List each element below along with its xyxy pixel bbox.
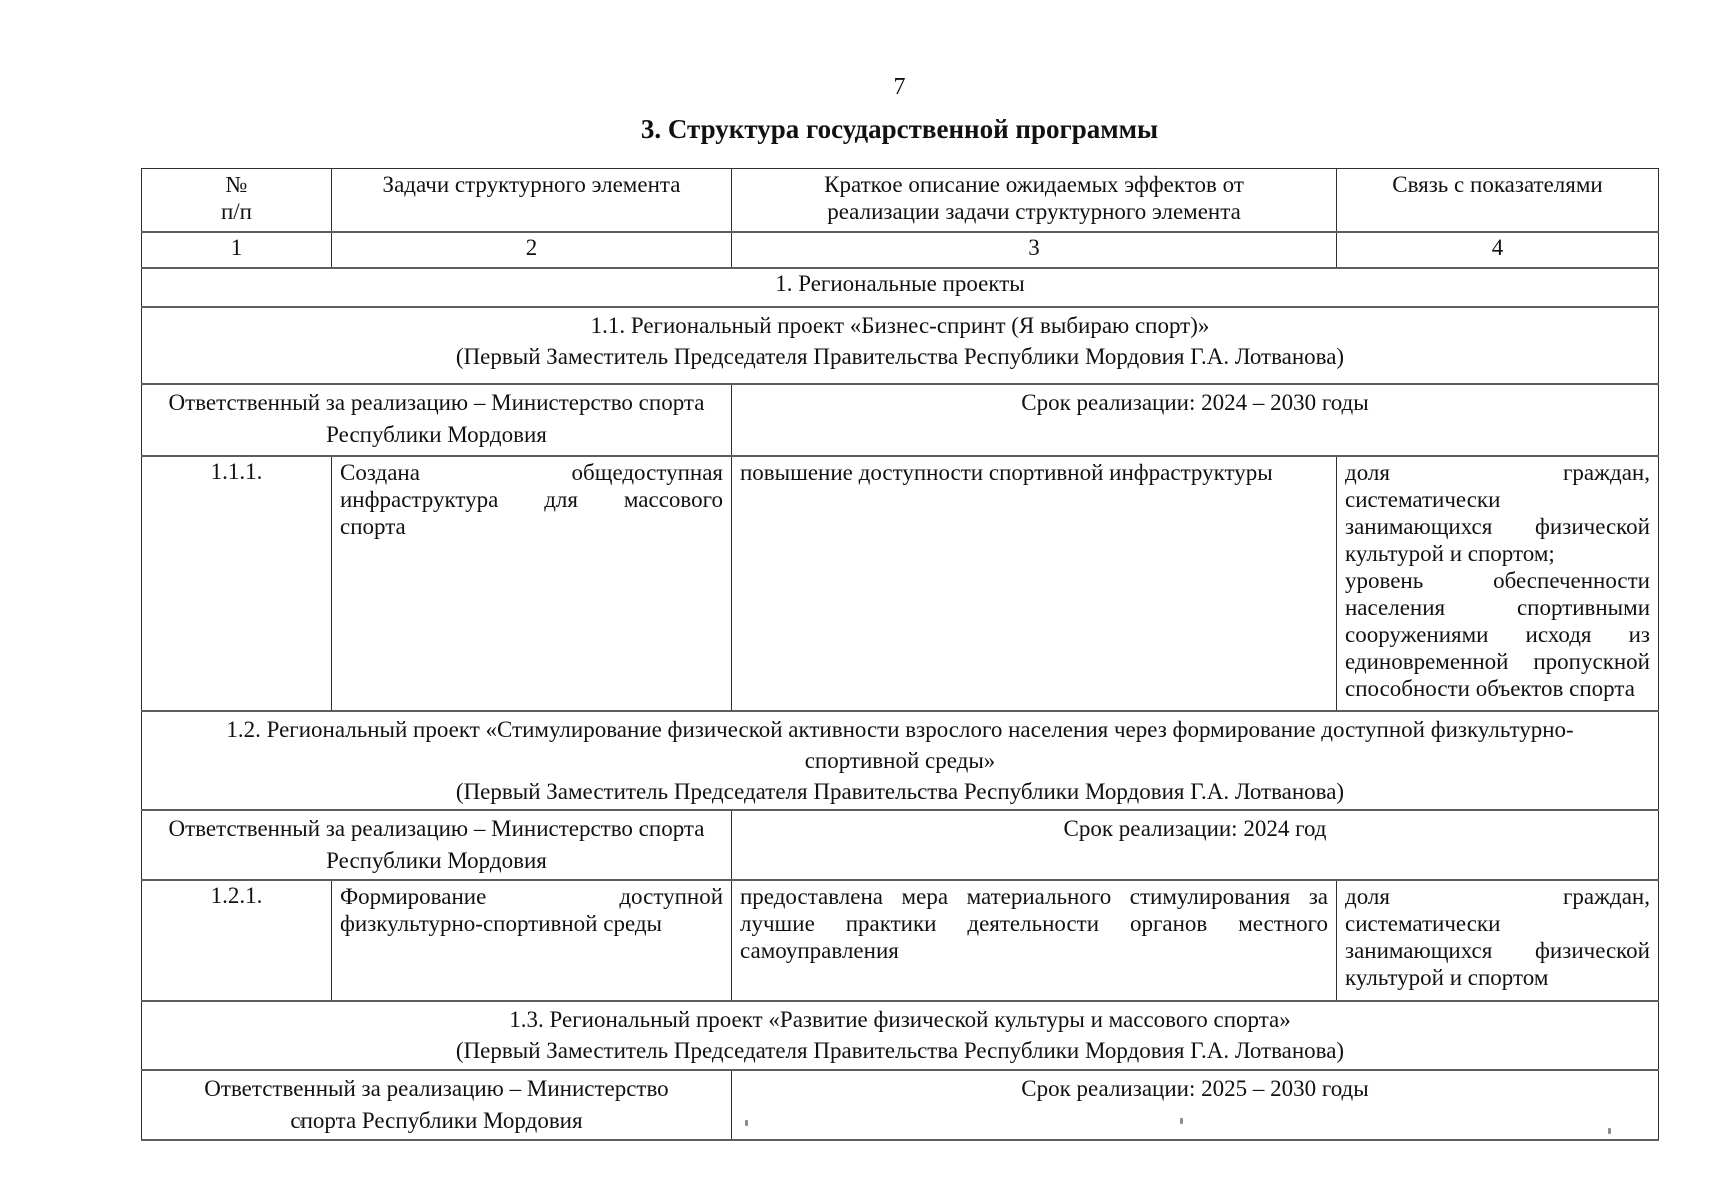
text-line: уровень обеспеченности xyxy=(1345,568,1650,593)
scan-speck xyxy=(745,1120,748,1126)
column-number-cell: 4 xyxy=(1336,231,1659,269)
responsible-cell: Ответственный за реализацию – Министерст… xyxy=(141,1069,732,1141)
scan-speck xyxy=(300,1120,303,1126)
text-line: инфраструктура для массового xyxy=(340,487,723,512)
section-title: 1. Региональные проекты xyxy=(141,267,1659,308)
text-line: систематически xyxy=(1345,911,1501,936)
text-line: предоставлена мера материального стимули… xyxy=(740,884,1328,909)
project-title-cell: 1.2. Региональный проект «Стимулирование… xyxy=(141,710,1659,811)
responsible-row: Ответственный за реализацию – Министерст… xyxy=(141,809,1659,881)
text-line: культурой и спортом; xyxy=(1345,541,1555,566)
period-cell: Срок реализации: 2024 год xyxy=(731,809,1659,881)
responsible-row: Ответственный за реализацию – Министерст… xyxy=(141,383,1659,457)
section-row-regional-projects: 1. Региональные проекты xyxy=(141,267,1659,308)
item-effect-cell: предоставлена мера материального стимули… xyxy=(731,879,1337,1002)
text-line: занимающихся физической xyxy=(1345,938,1650,963)
project-curator: (Первый Заместитель Председателя Правите… xyxy=(455,1038,1345,1063)
column-number-cell: 3 xyxy=(731,231,1337,269)
text-line: систематически xyxy=(1345,487,1501,512)
page-title: 3. Структура государственной программы xyxy=(640,114,1159,144)
text-line: доля граждан, xyxy=(1345,460,1650,485)
text-line: Формирование доступной xyxy=(340,884,723,909)
table-row: 1.2.1. Формирование доступной физкультур… xyxy=(141,879,1659,1002)
project-curator: (Первый Заместитель Председателя Правите… xyxy=(455,344,1345,369)
project-curator: (Первый Заместитель Председателя Правите… xyxy=(455,779,1345,804)
project-title-row: 1.2. Региональный проект «Стимулирование… xyxy=(141,710,1659,811)
text-line: лучшие практики деятельности органов мес… xyxy=(740,911,1328,936)
header-cell-number: № п/п xyxy=(141,168,332,233)
project-title-cell: 1.3. Региональный проект «Развитие физич… xyxy=(141,1000,1659,1071)
page-number: 7 xyxy=(893,74,906,100)
project-title: 1.3. Региональный проект «Развитие физич… xyxy=(509,1007,1291,1032)
text-line: способности объектов спорта xyxy=(1345,676,1635,701)
project-title-row: 1.1. Региональный проект «Бизнес-спринт … xyxy=(141,306,1659,385)
responsible-cell: Ответственный за реализацию – Министерст… xyxy=(141,809,732,881)
item-number-cell: 1.2.1. xyxy=(141,879,332,1002)
text-line: занимающихся физической xyxy=(1345,514,1650,539)
header-cell-tasks: Задачи структурного элемента xyxy=(331,168,732,233)
header-cell-indicators: Связь с показателями xyxy=(1336,168,1659,233)
page-content: 7 3. Структура государственной программы… xyxy=(141,0,1659,1141)
text-line: культурой и спортом xyxy=(1345,965,1549,990)
item-number-cell: 1.1.1. xyxy=(141,455,332,712)
text-line: повышение доступности спортивной инфраст… xyxy=(740,460,1273,485)
text-line: физкультурно-спортивной среды xyxy=(340,911,663,936)
item-indicator-cell: доля граждан, систематически занимающихс… xyxy=(1336,455,1659,712)
text-line: спорта xyxy=(340,514,406,539)
text-line: самоуправления xyxy=(740,938,899,963)
scan-speck xyxy=(1180,1118,1183,1124)
period-cell: Срок реализации: 2024 – 2030 годы xyxy=(731,383,1659,457)
program-structure-table: № п/п Задачи структурного элемента Кратк… xyxy=(141,168,1659,1141)
project-title-row: 1.3. Региональный проект «Развитие физич… xyxy=(141,1000,1659,1071)
responsible-cell: Ответственный за реализацию – Министерст… xyxy=(141,383,732,457)
text-line: населения спортивными xyxy=(1345,595,1650,620)
text-line: единовременной пропускной xyxy=(1345,649,1650,674)
responsible-row: Ответственный за реализацию – Министерст… xyxy=(141,1069,1659,1141)
project-title-cell: 1.1. Региональный проект «Бизнес-спринт … xyxy=(141,306,1659,385)
text-line: Создана общедоступная xyxy=(340,460,723,485)
item-effect-cell: повышение доступности спортивной инфраст… xyxy=(731,455,1337,712)
item-indicator-cell: доля граждан, систематически занимающихс… xyxy=(1336,879,1659,1002)
item-task-cell: Создана общедоступная инфраструктура для… xyxy=(331,455,732,712)
text-line: сооружениями исходя из xyxy=(1345,622,1650,647)
header-cell-effects: Краткое описание ожидаемых эффектов от р… xyxy=(731,168,1337,233)
column-number-cell: 1 xyxy=(141,231,332,269)
project-title: 1.2. Региональный проект «Стимулирование… xyxy=(226,717,1574,773)
table-header-row: № п/п Задачи структурного элемента Кратк… xyxy=(141,168,1659,233)
period-cell: Срок реализации: 2025 – 2030 годы xyxy=(731,1069,1659,1141)
item-task-cell: Формирование доступной физкультурно-спор… xyxy=(331,879,732,1002)
column-number-cell: 2 xyxy=(331,231,732,269)
text-line: доля граждан, xyxy=(1345,884,1650,909)
scan-speck xyxy=(1608,1128,1611,1134)
project-title: 1.1. Региональный проект «Бизнес-спринт … xyxy=(590,313,1210,338)
table-row: 1.1.1. Создана общедоступная инфраструкт… xyxy=(141,455,1659,712)
column-numbers-row: 1 2 3 4 xyxy=(141,231,1659,269)
